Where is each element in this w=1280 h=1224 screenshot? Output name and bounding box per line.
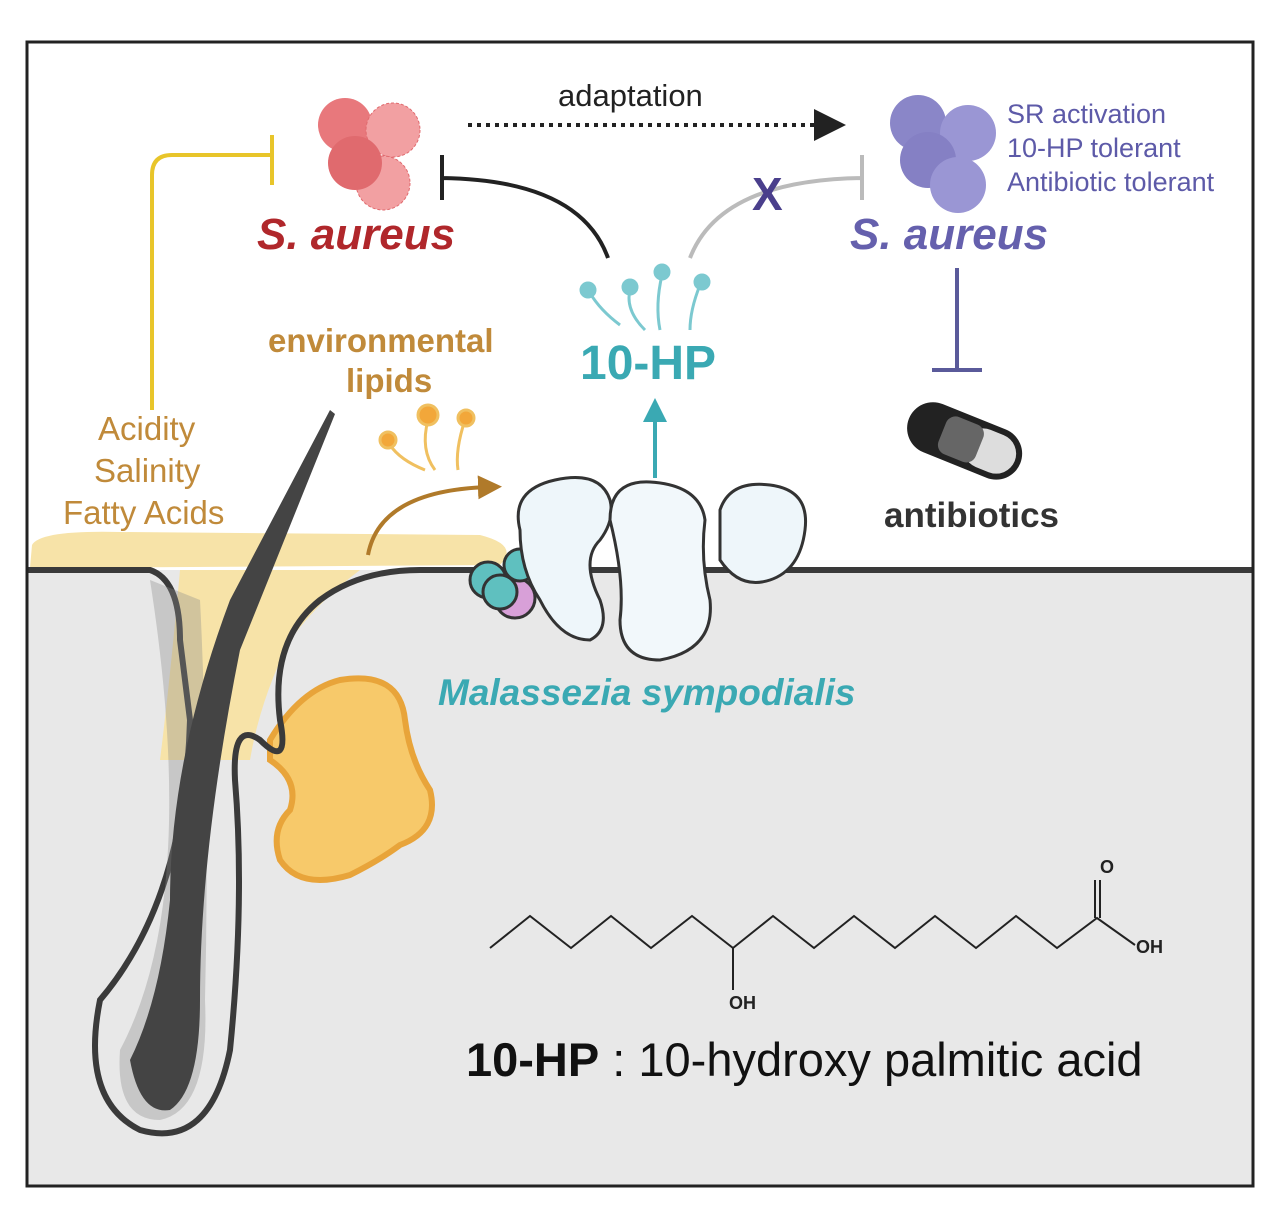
carbonyl-o-label: O <box>1100 857 1115 877</box>
caption: 10-HP : 10-hydroxy palmitic acid <box>466 1032 1143 1087</box>
caption-definition: : 10-hydroxy palmitic acid <box>599 1033 1143 1086</box>
antibiotics-label: antibiotics <box>884 496 1060 535</box>
salinity-label: Salinity <box>94 452 201 489</box>
adaptation-label: adaptation <box>558 78 703 113</box>
malassezia-cells <box>468 476 808 662</box>
environmental-label: environmental <box>268 322 494 359</box>
lipids-label: lipids <box>346 362 433 399</box>
s-aureus-tolerant-cluster <box>890 95 996 213</box>
malassezia-label: Malassezia sympodialis <box>438 672 856 713</box>
side-oh-label: OH <box>729 993 756 1013</box>
hp-tolerant-label: 10-HP tolerant <box>1007 133 1181 163</box>
sebaceous-gland <box>267 675 435 883</box>
sr-activation-label: SR activation <box>1007 99 1167 129</box>
environment-inhibition-line <box>150 135 274 410</box>
lipid-uptake-arrow <box>366 475 502 556</box>
hp-label: 10-HP <box>580 337 717 390</box>
chemical-structure-10-hp <box>489 880 1136 990</box>
hp-inhibition-blocked <box>688 155 864 259</box>
hp-inhibits-sensitive <box>440 155 610 259</box>
antibiotic-pill-icon <box>907 402 1023 480</box>
acid-oh-label: OH <box>1136 937 1163 957</box>
hair-shaft <box>130 410 335 1111</box>
blocked-mark: X <box>752 168 783 220</box>
s-aureus-sensitive-cluster <box>318 98 421 211</box>
tolerant-inhibits-antibiotics <box>932 268 982 372</box>
s-aureus-label-tolerant: S. aureus <box>850 210 1049 259</box>
caption-abbrev: 10-HP <box>466 1033 600 1086</box>
antibiotic-tolerant-label: Antibiotic tolerant <box>1007 167 1215 197</box>
frame-border <box>25 40 1255 1188</box>
acidity-label: Acidity <box>98 410 196 447</box>
environmental-lipids-icon <box>378 403 476 472</box>
fatty-acids-label: Fatty Acids <box>63 494 225 531</box>
hp-molecules-icon <box>579 263 711 332</box>
s-aureus-label-sensitive: S. aureus <box>257 210 456 259</box>
